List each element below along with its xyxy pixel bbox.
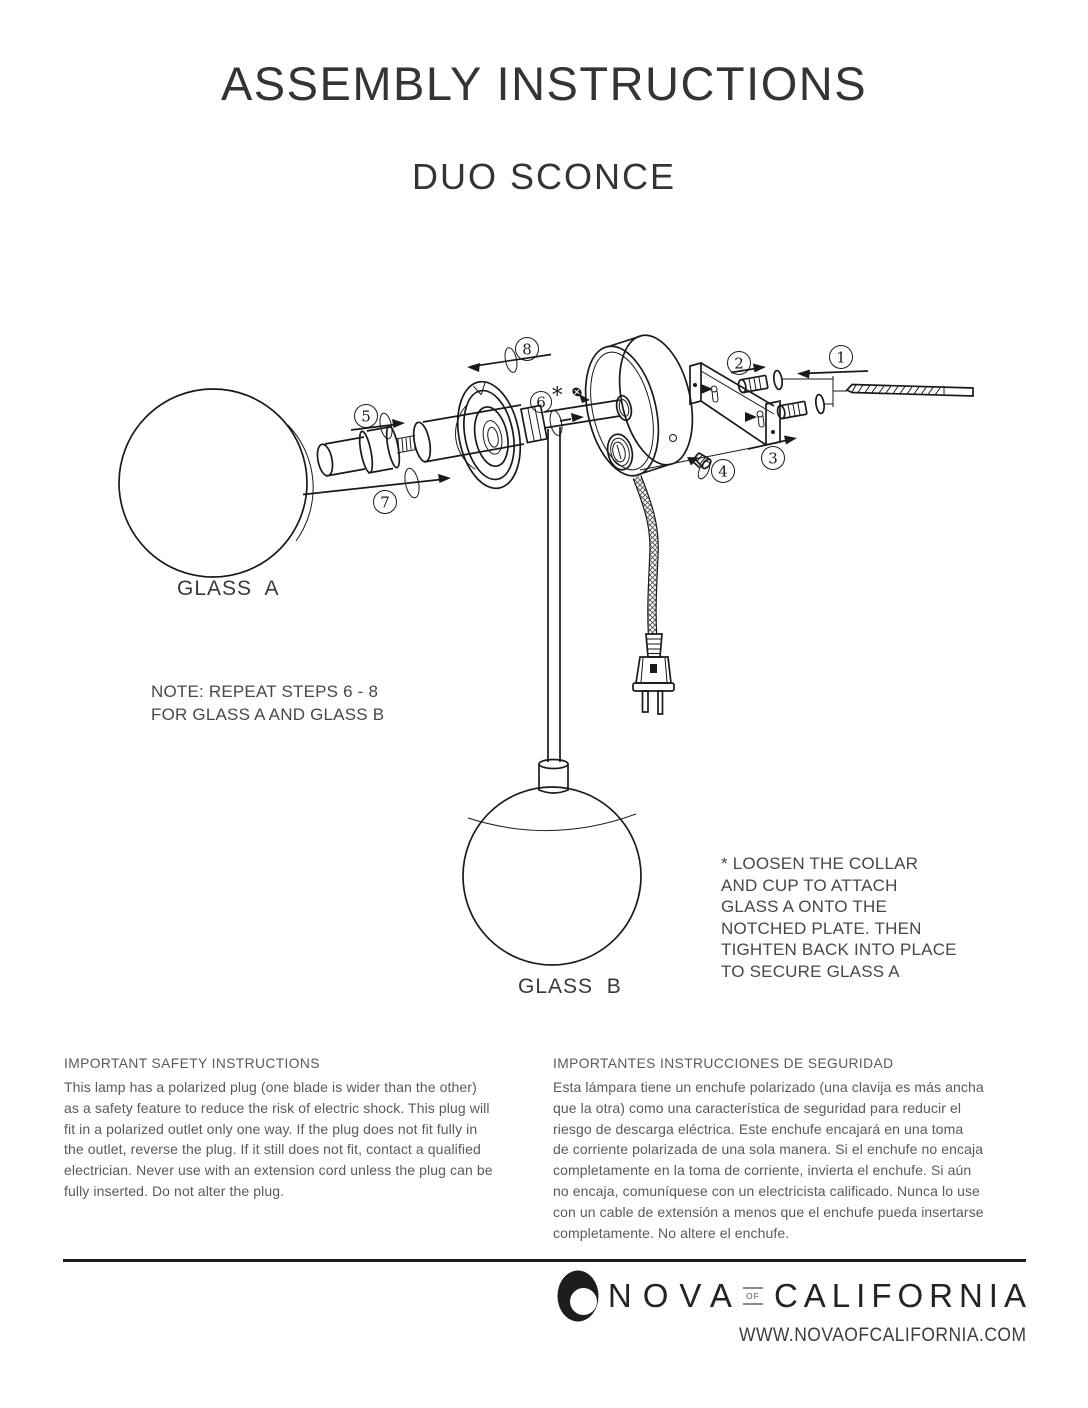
hex-collar [519,404,549,444]
step-number-1: 1 [829,345,853,369]
safety-instructions-en: IMPORTANT SAFETY INSTRUCTIONS This lamp … [64,1056,526,1202]
drill-bit [845,383,974,397]
of-bottom-line [742,1303,763,1305]
step-7-label: 7 [380,494,390,512]
step-number-5: 5 [354,404,378,428]
page-title: ASSEMBLY INSTRUCTIONS [220,57,868,110]
step-number-2: 2 [727,351,751,375]
website-url: WWW.NOVAOFCALIFORNIA.COM [738,1325,1026,1346]
arm-tube [543,399,621,436]
mounting-screws [737,369,847,420]
glass-a-label: GLASS A [177,577,280,600]
assembly-diagram: 1 2 3 4 5 6 * 7 8 [118,334,974,966]
step-number-8: 8 [515,337,539,361]
step8-arrow [467,347,552,373]
glass-b-sphere [462,786,642,966]
brand-of-text: OF [746,1291,760,1301]
safety-body-en: This lamp has a polarized plug (one blad… [64,1079,493,1199]
collar-notched-plate [455,380,522,490]
toggle-switch [606,433,634,471]
power-cord [632,475,659,635]
brand-name-california: CALIFORNIA [773,1277,1032,1314]
step3-arrow [747,435,797,450]
step-5-label: 5 [361,408,371,426]
glass-b-cup [538,758,569,794]
step-4-label: 4 [718,463,728,481]
step-3-label: 3 [768,450,778,468]
safety-heading-en: IMPORTANT SAFETY INSTRUCTIONS [64,1056,320,1071]
collar-cup-note: * LOOSEN THE COLLAR AND CUP TO ATTACH GL… [721,854,957,981]
step-number-7: 7 [373,490,397,514]
step-number-4: 4 [711,459,735,483]
footer-divider [63,1259,1026,1262]
glass-b-label: GLASS B [518,975,622,998]
repeat-steps-note: NOTE: REPEAT STEPS 6 - 8 FOR GLASS A AND… [151,682,385,724]
step-8-label: 8 [522,341,532,359]
of-top-line [742,1287,763,1289]
step-number-3: 3 [761,446,785,470]
brand-of-block: OF [742,1287,763,1305]
brand-name-nova: NOVA [607,1277,743,1314]
mounting-bracket [689,361,781,447]
step-2-label: 2 [734,355,744,373]
power-plug [632,633,675,715]
pendant-rod [547,427,561,762]
step4-screw [687,452,712,480]
canopy-screw-icon [572,387,590,403]
glass-a-sphere [118,388,314,578]
step2-arrow [730,363,766,374]
safety-instructions-es: IMPORTANTES INSTRUCCIONES DE SEGURIDAD E… [553,1056,1031,1243]
step-6-asterisk: * [552,383,563,407]
step-number-6: 6 * [530,383,563,413]
step-1-label: 1 [836,349,846,367]
wall-canopy [572,334,767,477]
step-6-label: 6 [536,394,546,412]
safety-heading-es: IMPORTANTES INSTRUCCIONES DE SEGURIDAD [553,1056,894,1071]
safety-body-es: Esta lámpara tiene un enchufe polarizado… [553,1079,984,1241]
product-name: DUO SCONCE [411,156,677,197]
step5-arrow [350,412,405,440]
step1-arrow [797,369,869,379]
brand-logo: NOVA OF CALIFORNIA [557,1270,1026,1322]
socket-step5-part [316,425,417,477]
step7-arrow [302,467,451,499]
crescent-logo-icon [557,1270,599,1322]
